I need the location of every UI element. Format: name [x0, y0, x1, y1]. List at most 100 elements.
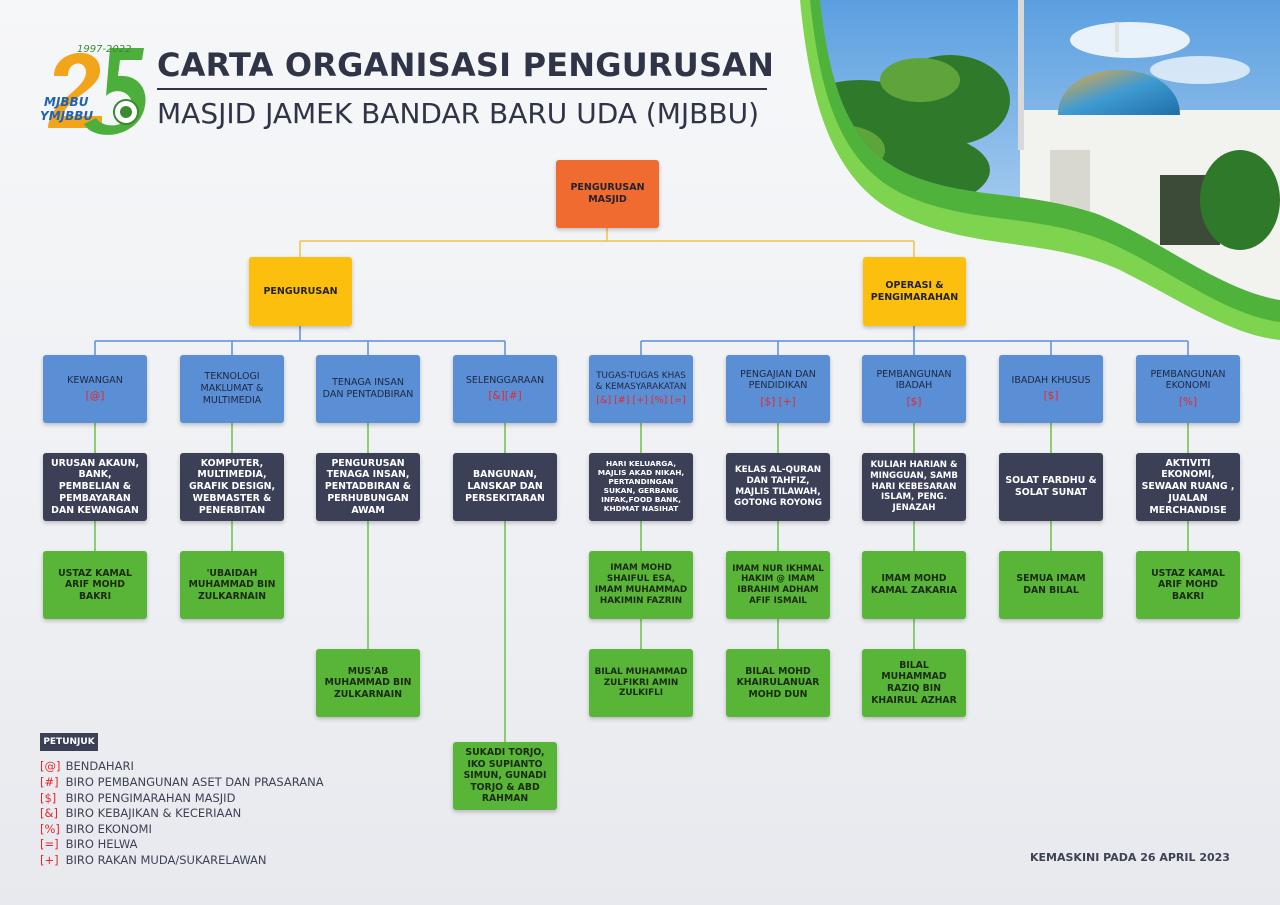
- department-teknologi: TEKNOLOGI MAKLUMAT & MULTIMEDIA: [180, 355, 284, 423]
- page-title: CARTA ORGANISASI PENGURUSAN: [157, 46, 775, 84]
- person-teknologi: 'UBAIDAH MUHAMMAD BIN ZULKARNAIN: [180, 551, 284, 619]
- scope-label: KOMPUTER, MULTIMEDIA, GRAFIK DESIGN, WEB…: [188, 457, 276, 516]
- scope-pembangunan-ibadah: KULIAH HARIAN & MINGGUAN, SAMB HARI KEBE…: [862, 453, 966, 521]
- legend-code: [$]: [40, 791, 57, 805]
- legend-code: [=]: [40, 837, 59, 851]
- person-name: IMAM MOHD KAMAL ZAKARIA: [870, 573, 958, 596]
- scope-label: KULIAH HARIAN & MINGGUAN, SAMB HARI KEBE…: [870, 460, 958, 514]
- person-pengajian-bilal: BILAL MOHD KHAIRULANUAR MOHD DUN: [726, 649, 830, 717]
- scope-label: AKTIVITI EKONOMI, SEWAAN RUANG , JUALAN …: [1141, 457, 1235, 516]
- level1-node-label: OPERASI & PENGIMARAHAN: [870, 279, 959, 303]
- department-ibadah-khusus: IBADAH KHUSUS [$]: [999, 355, 1103, 423]
- scope-label: HARI KELUARGA, MAJLIS AKAD NIKAH, PERTAN…: [597, 459, 685, 513]
- legend-item: [+] BIRO RAKAN MUDA/SUKARELAWAN: [40, 853, 267, 867]
- root-connectors: [299, 228, 915, 257]
- level1-node-operasi: OPERASI & PENGIMARAHAN: [863, 257, 966, 326]
- person-pembangunan-ekonomi: USTAZ KAMAL ARIF MOHD BAKRI: [1136, 551, 1240, 619]
- person-selenggaraan: SUKADI TORJO, IKO SUPIANTO SIMUN, GUNADI…: [453, 742, 557, 810]
- legend-label: BIRO PENGIMARAHAN MASJID: [65, 791, 236, 805]
- last-updated: KEMASKINI PADA 26 APRIL 2023: [1030, 851, 1230, 864]
- legend-label: BIRO EKONOMI: [65, 822, 152, 836]
- person-name: USTAZ KAMAL ARIF MOHD BAKRI: [58, 567, 132, 602]
- level1-connectors: [94, 326, 1189, 355]
- scope-teknologi: KOMPUTER, MULTIMEDIA, GRAFIK DESIGN, WEB…: [180, 453, 284, 521]
- department-kewangan: KEWANGAN [@]: [43, 355, 147, 423]
- scope-tugas-khas: HARI KELUARGA, MAJLIS AKAD NIKAH, PERTAN…: [589, 453, 693, 521]
- person-pembangunan-ibadah-imam: IMAM MOHD KAMAL ZAKARIA: [862, 551, 966, 619]
- scope-label: URUSAN AKAUN, BANK, PEMBELIAN & PEMBAYAR…: [50, 457, 140, 516]
- scope-ibadah-khusus: SOLAT FARDHU & SOLAT SUNAT: [999, 453, 1103, 521]
- person-name: USTAZ KAMAL ARIF MOHD BAKRI: [1151, 567, 1225, 602]
- logo-text-mjbbu: MJBBU: [44, 95, 89, 109]
- department-label: PENGAJIAN DAN PENDIDIKAN: [740, 368, 816, 392]
- department-label: PEMBANGUNAN EKONOMI: [1150, 368, 1226, 392]
- scope-selenggaraan: BANGUNAN, LANSKAP DAN PERSEKITARAN: [453, 453, 557, 521]
- department-selenggaraan: SELENGGARAAN [&][#]: [453, 355, 557, 423]
- person-name: MUS'AB MUHAMMAD BIN ZULKARNAIN: [324, 665, 412, 700]
- department-code: [$] [+]: [760, 396, 796, 409]
- scope-label: SOLAT FARDHU & SOLAT SUNAT: [1005, 475, 1097, 498]
- department-label: PEMBANGUNAN IBADAH: [876, 368, 952, 392]
- scope-tenaga-insan: PENGURUSAN TENAGA INSAN, PENTADBIRAN & P…: [316, 453, 420, 521]
- department-label: SELENGGARAAN: [465, 374, 545, 386]
- department-pembangunan-ibadah: PEMBANGUNAN IBADAH [$]: [862, 355, 966, 423]
- legend-code: [+]: [40, 853, 59, 867]
- legend-item: [%] BIRO EKONOMI: [40, 822, 152, 836]
- mosque-photo: [800, 0, 1280, 340]
- logo-years: 1997-2022: [77, 44, 132, 55]
- level1-node-pengurusan: PENGURUSAN: [249, 257, 352, 326]
- person-name: 'UBAIDAH MUHAMMAD BIN ZULKARNAIN: [188, 567, 276, 602]
- scope-label: PENGURUSAN TENAGA INSAN, PENTADBIRAN & P…: [324, 457, 412, 516]
- legend-label: BIRO RAKAN MUDA/SUKARELAWAN: [65, 853, 267, 867]
- legend-code: [#]: [40, 775, 59, 789]
- page-subtitle: MASJID JAMEK BANDAR BARU UDA (MJBBU): [157, 97, 759, 130]
- legend-label: BIRO PEMBANGUNAN ASET DAN PRASARANA: [65, 775, 324, 789]
- department-code: [@]: [85, 390, 105, 403]
- scope-label: BANGUNAN, LANSKAP DAN PERSEKITARAN: [465, 469, 545, 504]
- person-tenaga-insan: MUS'AB MUHAMMAD BIN ZULKARNAIN: [316, 649, 420, 717]
- person-name: BILAL MUHAMMAD ZULFIKRI AMIN ZULKIFLI: [594, 666, 688, 699]
- person-tugas-khas-bilal: BILAL MUHAMMAD ZULFIKRI AMIN ZULKIFLI: [589, 649, 693, 717]
- person-name: IMAM NUR IKHMAL HAKIM @ IMAM IBRAHIM ADH…: [732, 563, 824, 606]
- department-label: TEKNOLOGI MAKLUMAT & MULTIMEDIA: [200, 371, 264, 406]
- level1-node-label: PENGURUSAN: [263, 285, 338, 297]
- department-connectors: [94, 423, 1189, 742]
- legend-label: BIRO HELWA: [65, 837, 138, 851]
- department-code: [$]: [1043, 390, 1059, 403]
- person-tugas-khas-imam: IMAM MOHD SHAIFUL ESA, IMAM MUHAMMAD HAK…: [589, 551, 693, 619]
- legend-item: [#] BIRO PEMBANGUNAN ASET DAN PRASARANA: [40, 775, 324, 789]
- person-name: BILAL MOHD KHAIRULANUAR MOHD DUN: [736, 665, 820, 700]
- department-label: TUGAS-TUGAS KHAS & KEMASYARAKATAN: [595, 371, 687, 393]
- legend-item: [&] BIRO KEBAJIKAN & KECERIAAN: [40, 806, 241, 820]
- person-name: BILAL MUHAMMAD RAZIQ BIN KHAIRUL AZHAR: [871, 659, 957, 706]
- department-code: [%]: [1178, 396, 1198, 409]
- department-code: [&][#]: [488, 390, 522, 403]
- legend-code: [@]: [40, 759, 61, 773]
- person-pengajian-imam: IMAM NUR IKHMAL HAKIM @ IMAM IBRAHIM ADH…: [726, 551, 830, 619]
- department-code: [$]: [906, 396, 922, 409]
- scope-pengajian: KELAS AL-QURAN DAN TAHFIZ, MAJLIS TILAWA…: [726, 453, 830, 521]
- legend-item: [$] BIRO PENGIMARAHAN MASJID: [40, 791, 235, 805]
- department-pembangunan-ekonomi: PEMBANGUNAN EKONOMI [%]: [1136, 355, 1240, 423]
- legend-label: BIRO KEBAJIKAN & KECERIAAN: [65, 806, 242, 820]
- legend-title: PETUNJUK: [40, 733, 98, 751]
- mjbbu-25-logo: [48, 48, 146, 135]
- legend-label: BENDAHARI: [65, 759, 134, 773]
- person-ibadah-khusus: SEMUA IMAM DAN BILAL: [999, 551, 1103, 619]
- person-kewangan: USTAZ KAMAL ARIF MOHD BAKRI: [43, 551, 147, 619]
- legend-code: [%]: [40, 822, 60, 836]
- department-label: KEWANGAN: [67, 374, 123, 386]
- department-label: IBADAH KHUSUS: [1011, 374, 1091, 386]
- department-label: TENAGA INSAN DAN PENTADBIRAN: [322, 377, 414, 400]
- scope-pembangunan-ekonomi: AKTIVITI EKONOMI, SEWAAN RUANG , JUALAN …: [1136, 453, 1240, 521]
- title-divider: [157, 88, 767, 90]
- logo-text-ymjbbu: YMJBBU: [40, 109, 94, 123]
- department-pengajian: PENGAJIAN DAN PENDIDIKAN [$] [+]: [726, 355, 830, 423]
- department-code: [&] [#] [+] [%] [=]: [596, 395, 686, 407]
- legend-code: [&]: [40, 806, 58, 820]
- root-node-label: PENGURUSAN MASJID: [570, 182, 645, 205]
- scope-kewangan: URUSAN AKAUN, BANK, PEMBELIAN & PEMBAYAR…: [43, 453, 147, 521]
- department-tenaga-insan: TENAGA INSAN DAN PENTADBIRAN: [316, 355, 420, 423]
